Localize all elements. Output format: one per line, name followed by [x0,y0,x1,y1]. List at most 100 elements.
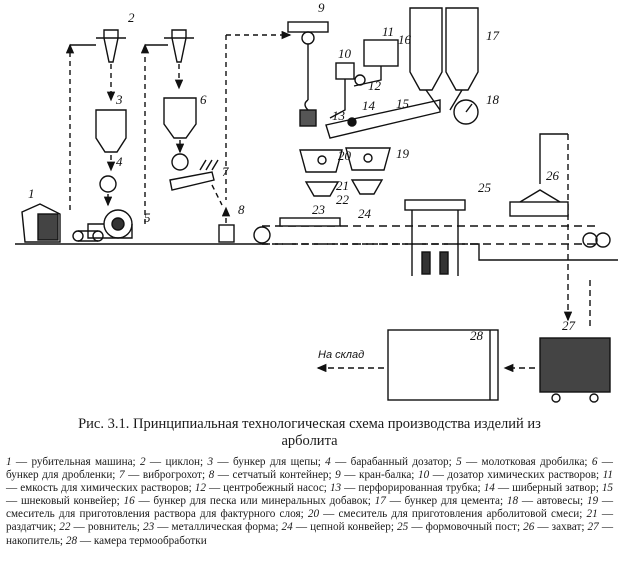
svg-text:26: 26 [546,168,560,183]
svg-text:12: 12 [368,78,382,93]
chem-doser-10 [335,62,355,80]
pump-12 [354,74,366,86]
legend-text: — захват; [534,521,588,534]
legend-text: — металлическая форма; [154,521,282,534]
legend-text: — автовесы; [518,495,587,508]
legend-number: 10 [417,469,430,482]
caption-line-1: Рис. 3.1. Принципиальная технологическая… [78,416,541,432]
svg-text:23: 23 [312,202,326,217]
legend-text: — бункер для песка или минеральных добав… [134,495,375,508]
legend-number: 24 [281,521,293,534]
svg-text:8: 8 [238,202,245,217]
legend-number: 17 [374,495,386,508]
legend-item: 27 — накопитель; [6,521,613,546]
legend-item: 15 — шнековый конвейер; [6,482,613,507]
legend-text: — смеситель для приготовления арболитово… [319,508,587,521]
legend-item: 9 — кран-балка; [335,469,418,481]
legend-text: — бункер для щепы; [213,456,326,468]
dispenser-21 [304,181,340,197]
figure-caption: Рис. 3.1. Принципиальная технологическая… [0,416,619,450]
legend-item: 19 — смеситель для приготовления раствор… [6,495,613,520]
crushed-bunker-6 [163,97,197,139]
legend-text: — сетчатый контейнер; [214,469,336,482]
crane-load [299,109,317,127]
vibrating-screen-7 [169,171,215,191]
svg-text:5: 5 [144,210,151,225]
legend-text: — емкость для химических растворов; [6,482,195,495]
svg-text:14: 14 [362,98,376,113]
legend-item: 11 — емкость для химических растворов; [6,469,613,494]
warehouse-label: На склад [318,349,364,361]
technological-scheme: 1 2 3 4 5 6 7 8 9 10 11 12 13 14 15 16 1… [15,0,618,403]
legend-number: 27 [587,521,599,534]
legend-text: — молотковая дробилка; [461,456,592,468]
legend-number: 25 [397,521,409,534]
chipper-machine-1 [21,203,104,243]
legend-text: — рубительная машина; [11,456,140,468]
mixer-19 [345,147,391,171]
legend-text: — формовочный пост; [408,521,524,534]
legend-item: 24 — цепной конвейер; [282,521,398,533]
svg-text:3: 3 [115,92,123,107]
svg-text:4: 4 [116,154,123,169]
legend-item: 22 — ровнитель; [59,521,143,533]
svg-text:21: 21 [336,178,349,193]
legend-item: 10 — дозатор химических растворов; [418,469,603,481]
svg-text:11: 11 [382,24,394,39]
diagram-numbers: 1 2 3 4 5 6 7 8 9 10 11 12 13 14 15 16 1… [28,0,576,343]
legend-item: 4 — барабанный дозатор; [325,456,456,468]
legend-number: 15 [601,482,614,495]
legend-item: 17 — бункер для цемента; [375,495,507,507]
legend-item: 21 — раздатчик; [6,508,613,533]
legend-number: 28 [65,534,78,547]
legend-item: 16 — бункер для песка или минеральных до… [124,495,375,507]
svg-text:27: 27 [562,318,576,333]
legend-text: — дозатор химических растворов; [429,469,603,482]
leveler-22 [350,179,384,195]
legend-number: 16 [123,495,135,508]
legend-number: 22 [59,521,71,534]
legend-text: — ровнитель; [70,521,143,534]
legend-number: 6 [591,456,598,468]
legend-number: 19 [586,495,599,508]
legend-item: 23 — металлическая форма; [143,521,282,533]
legend-item: 14 — шиберный затвор; [484,482,602,494]
legend-number: 1 [6,456,12,468]
legend-number: 23 [143,521,155,534]
accumulator-27 [539,337,611,403]
legend-number: 13 [329,482,342,495]
legend-text: — кран-балка; [340,469,418,482]
legend-text: — накопитель; [6,521,614,547]
svg-text:2: 2 [128,10,135,25]
drum-doser-4 [99,175,117,193]
legend-text: — смеситель для приготовления раствора д… [6,495,614,521]
legend-text: — раздатчик; [6,508,613,534]
legend-text: — центробежный насос; [205,482,330,495]
floor-line [15,243,618,261]
legend-text: — бункер для цемента; [385,495,507,508]
forming-post-25 [404,199,466,276]
legend-text: — шнековый конвейер; [6,495,124,508]
legend-item: 18 — автовесы; [507,495,587,507]
cement-bunker-17 [445,7,479,91]
cyclone-2b [164,29,194,63]
legend-item: 12 — центробежный насос; [195,482,330,494]
svg-text:20: 20 [338,148,352,163]
legend-item: 13 — перфорированная трубка; [330,482,484,494]
legend-item: 26 — захват; [523,521,587,533]
legend-item: 25 — формовочный пост; [397,521,523,533]
svg-text:25: 25 [478,180,492,195]
conveyor-pulley-left [253,226,271,244]
legend-number: 2 [140,456,146,468]
metal-mould-23 [279,217,341,227]
legend-text: — камера термообработки [77,534,207,547]
crane-beam-9 [287,21,329,33]
legend-number: 12 [194,482,206,495]
legend-item: 7 — виброгрохот; [119,469,209,481]
svg-text:28: 28 [470,328,484,343]
legend-item: 2 — циклон; [140,456,208,468]
legend-text: — барабанный дозатор; [330,456,457,468]
legend-number: 14 [483,482,495,495]
legend-text: — виброгрохот; [124,469,209,482]
svg-text:22: 22 [336,192,350,207]
